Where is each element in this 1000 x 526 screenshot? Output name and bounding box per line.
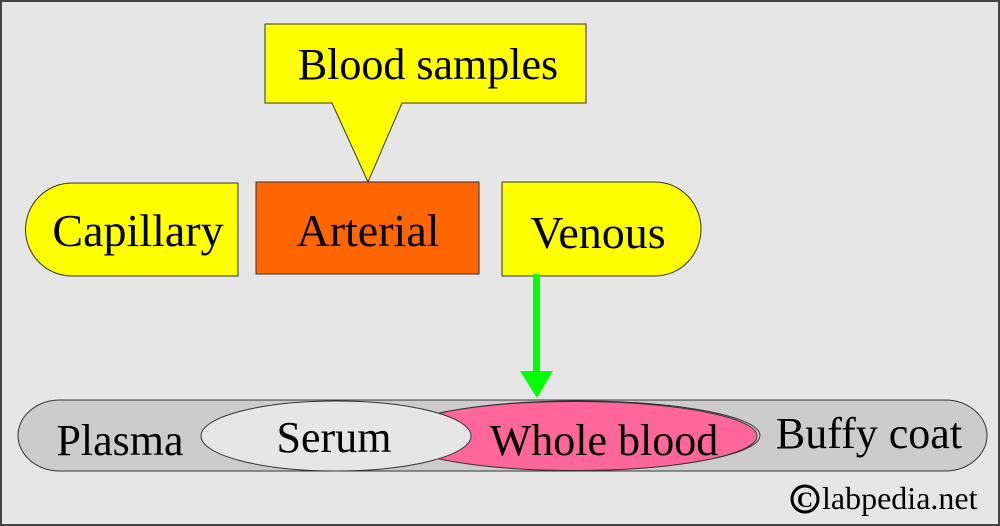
- copyright: C labpedia.net: [790, 480, 978, 516]
- buffy-coat-label: Buffy coat: [776, 409, 962, 458]
- sample-venous: Venous: [501, 181, 702, 277]
- down-arrow-icon: [520, 274, 553, 398]
- callout-title: Blood samples: [298, 40, 558, 89]
- copyright-text: labpedia.net: [822, 480, 978, 516]
- venous-shape: [501, 181, 702, 277]
- arterial-shape: [255, 181, 480, 275]
- callout-shape: [264, 23, 587, 184]
- blood-components: Plasma Serum Whole blood Buffy coat: [17, 399, 988, 472]
- arterial-label: Arterial: [296, 205, 439, 256]
- plasma-label: Plasma: [56, 416, 183, 465]
- title-callout: Blood samples: [264, 23, 587, 184]
- copyright-c: C: [797, 487, 813, 512]
- sample-capillary: Capillary: [25, 182, 239, 277]
- sample-arterial: Arterial: [255, 181, 480, 275]
- venous-label: Venous: [530, 207, 665, 258]
- serum-shape: [200, 400, 472, 472]
- capillary-shape: [25, 182, 239, 277]
- serum-label: Serum: [277, 413, 392, 462]
- copyright-icon: [790, 484, 820, 514]
- capillary-label: Capillary: [52, 205, 223, 256]
- whole-blood-label: Whole blood: [490, 416, 719, 465]
